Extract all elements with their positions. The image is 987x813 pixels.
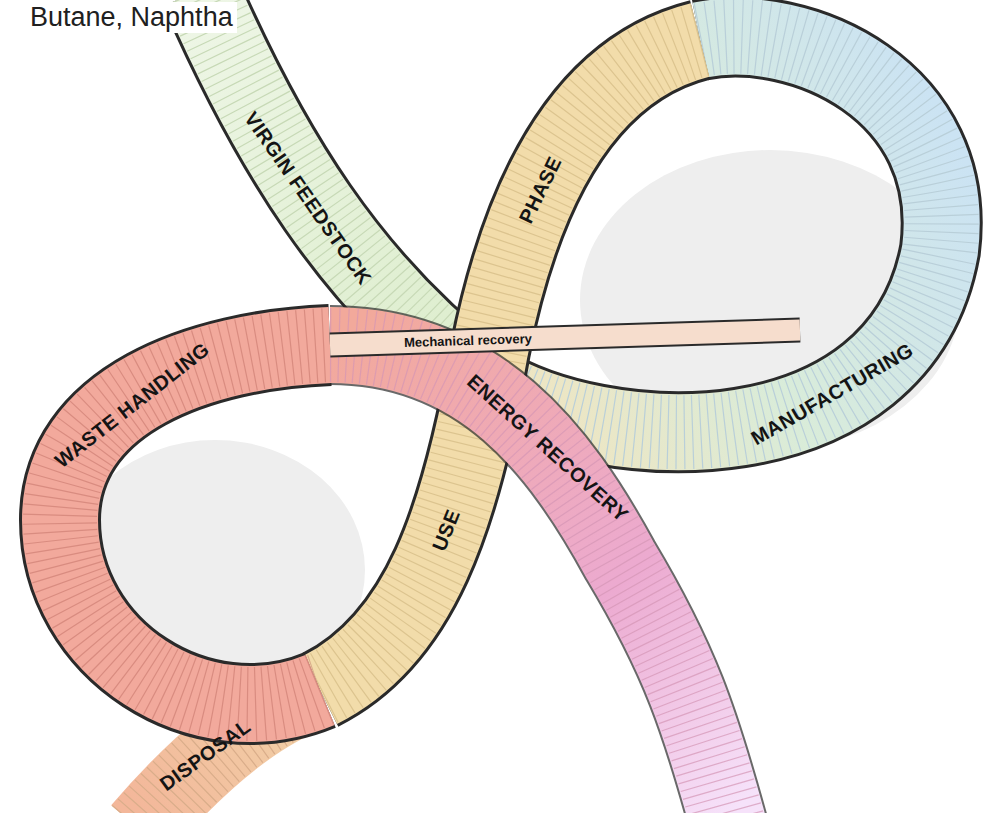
band-label: WASTE HANDLING <box>51 338 214 472</box>
band-label: DISPOSAL <box>156 715 255 795</box>
band-label: MANUFACTURING <box>747 339 917 450</box>
band-label: VIRGIN FEEDSTOCK <box>240 108 376 289</box>
feedstock-note: Butane, Naphtha <box>26 2 237 33</box>
band-label: PHASE <box>515 153 566 227</box>
band-label: Mechanical recovery <box>404 332 532 350</box>
band-label: ENERGY RECOVERY <box>463 370 633 526</box>
band-label: USE <box>428 506 464 554</box>
